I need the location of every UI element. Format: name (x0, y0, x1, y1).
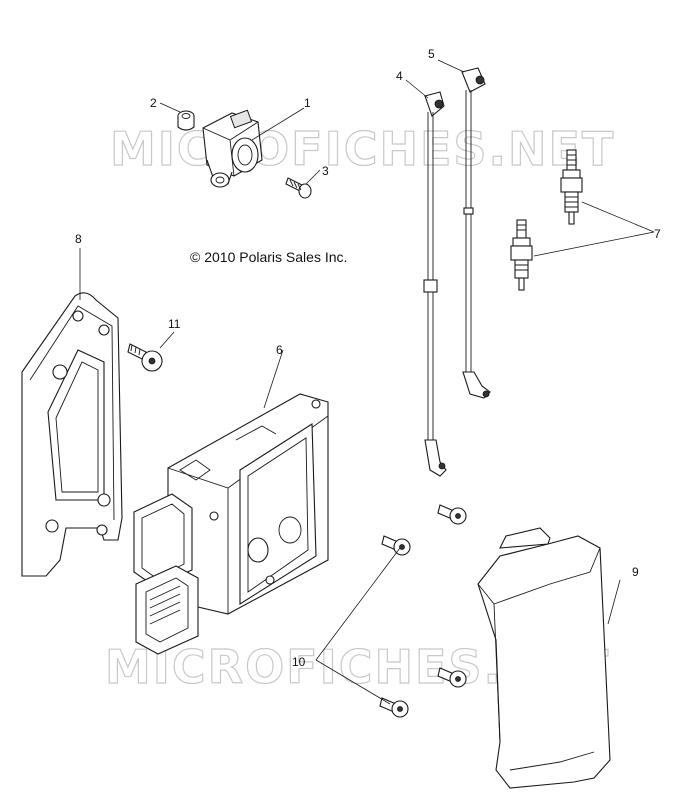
callout-1: 1 (304, 96, 311, 110)
callout-10: 10 (292, 655, 306, 669)
part-10-bolt-c[interactable] (437, 667, 467, 688)
callout-3: 3 (322, 164, 329, 178)
part-7-spark-plug-b[interactable] (510, 219, 533, 291)
part-11-bolt[interactable] (127, 343, 163, 372)
callout-4: 4 (396, 69, 403, 83)
callout-7: 7 (654, 227, 661, 241)
callout-5: 5 (428, 47, 435, 61)
callout-6: 6 (276, 343, 283, 357)
part-10-bolt-a[interactable] (381, 535, 411, 556)
callout-9: 9 (632, 565, 639, 579)
part-2-nut[interactable] (177, 110, 195, 131)
part-4-spark-plug-wire[interactable] (423, 91, 447, 477)
part-9-cover[interactable] (477, 527, 611, 789)
callout-11: 11 (168, 317, 181, 331)
part-7-spark-plug-a[interactable] (560, 149, 583, 225)
watermark-top: MICROFICHES.NET (110, 122, 615, 176)
callout-8: 8 (75, 232, 82, 246)
part-5-spark-plug-wire[interactable] (461, 67, 491, 399)
part-1-ignition-coil[interactable] (202, 109, 263, 188)
leader-lines (79, 59, 655, 705)
copyright-text: © 2010 Polaris Sales Inc. (190, 249, 347, 265)
part-10-bolt-b[interactable] (437, 504, 467, 525)
part-3-screw[interactable] (285, 177, 312, 199)
callout-labels: 1 2 3 4 5 6 7 8 9 10 11 (75, 47, 661, 669)
part-6-ecu-module[interactable] (133, 393, 329, 655)
part-10-bolt-d[interactable] (379, 697, 409, 718)
callout-2: 2 (150, 96, 157, 110)
part-8-mounting-bracket[interactable] (21, 292, 123, 577)
